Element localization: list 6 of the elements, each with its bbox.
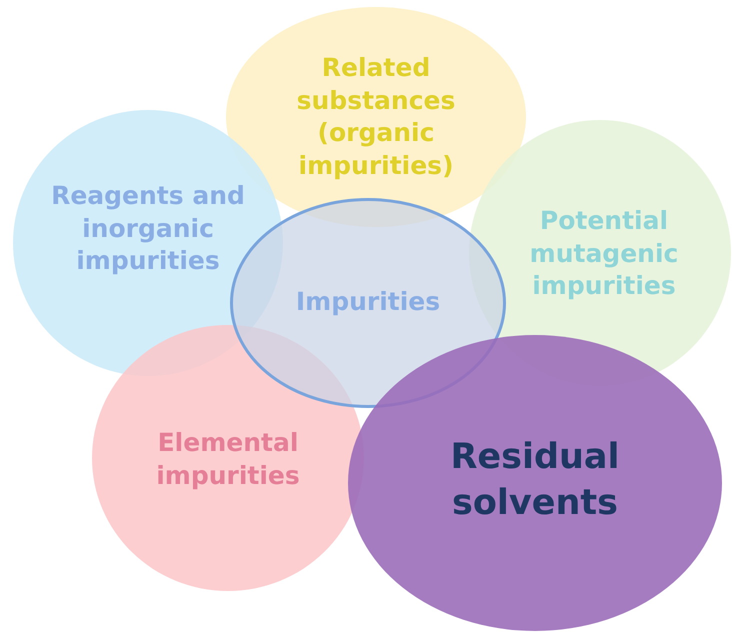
ellipse-label: Reagents and inorganic impurities	[50, 180, 246, 277]
ellipse-label: Residual solvents	[449, 436, 621, 524]
ellipse-label: Impurities	[294, 286, 442, 318]
ellipse-label: Related substances (organic impurities)	[296, 52, 456, 182]
ellipse-label: Elemental impurities	[155, 427, 301, 492]
ellipse-label: Potential mutagenic impurities	[528, 205, 680, 302]
